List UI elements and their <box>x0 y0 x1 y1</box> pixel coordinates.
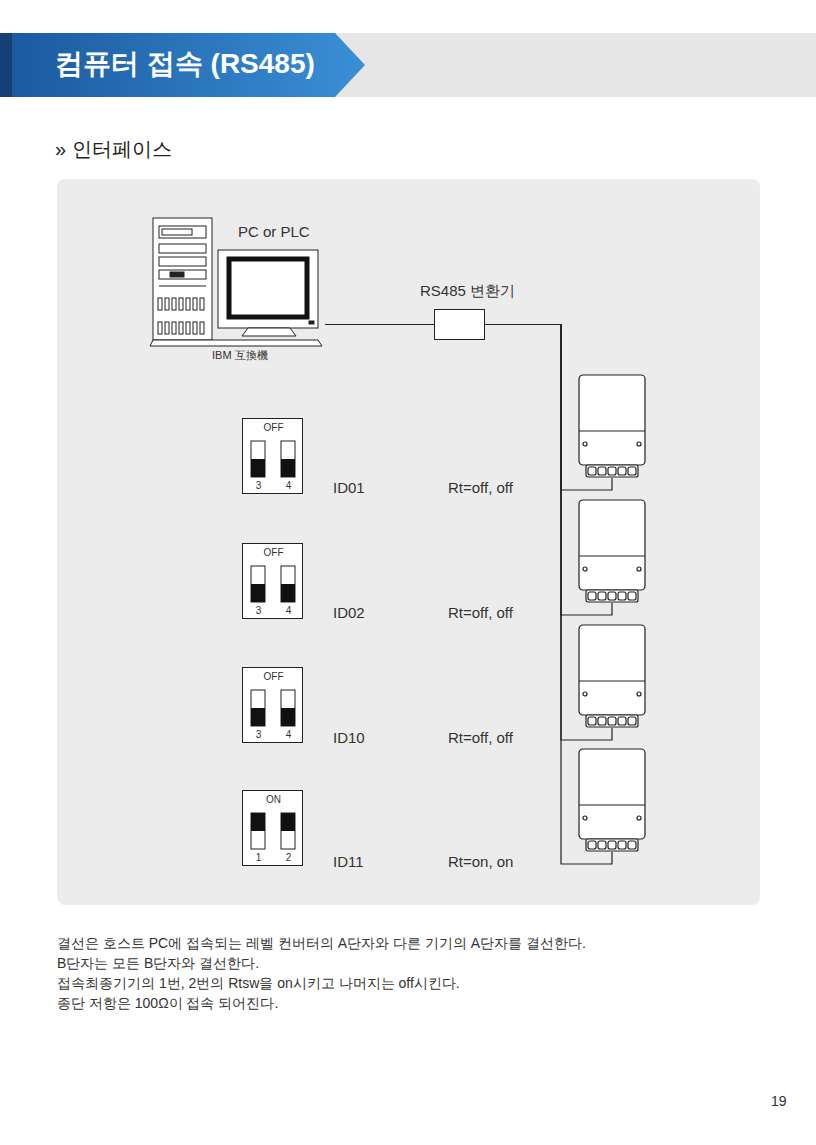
page-title: 컴퓨터 접속 (RS485) <box>55 47 315 81</box>
device-illustration <box>578 374 648 478</box>
title-band <box>0 33 816 97</box>
pc-label: PC or PLC <box>238 223 310 241</box>
slave-device: ID10Rt=off, off <box>578 624 648 728</box>
dip-pin-number: 4 <box>281 605 296 616</box>
dip-state: OFF <box>243 671 304 682</box>
device-id: ID02 <box>333 604 365 622</box>
termination-setting: Rt=off, off <box>448 479 513 497</box>
slave-device: ID02Rt=off, off <box>578 499 648 603</box>
dip-switch: ON 1 2 <box>242 790 303 866</box>
dip-switch: OFF 3 4 <box>242 418 303 494</box>
dip-pin-number: 3 <box>251 480 266 491</box>
device-id: ID11 <box>333 853 364 871</box>
dip-pin-number: 3 <box>251 729 266 740</box>
device-illustration <box>578 624 648 728</box>
termination-setting: Rt=on, on <box>448 853 513 871</box>
diagram-panel <box>57 179 760 905</box>
dip-pin-number: 1 <box>251 852 266 863</box>
rs485-converter: RS485 변환기 <box>434 309 485 340</box>
dip-pin-number: 2 <box>281 852 296 863</box>
dip-switch: OFF 3 4 <box>242 543 303 619</box>
note-line: 접속최종기기의 1번, 2번의 Rtsw을 on시키고 나머지는 off시킨다. <box>57 975 460 992</box>
note-line: B단자는 모든 B단자와 결선한다. <box>57 955 259 972</box>
dip-switch: OFF 3 4 <box>242 667 303 743</box>
dip-state: OFF <box>243 422 304 433</box>
dip-pin-number: 3 <box>251 605 266 616</box>
termination-setting: Rt=off, off <box>448 729 513 747</box>
dip-pin-number: 4 <box>281 480 296 491</box>
device-illustration <box>578 499 648 603</box>
note-line: 종단 저항은 100Ω이 접속 되어진다. <box>57 995 278 1012</box>
section-heading: » 인터페이스 <box>55 137 172 161</box>
device-id: ID10 <box>333 729 365 747</box>
converter-label: RS485 변환기 <box>420 282 515 300</box>
pc-sublabel: IBM 互換機 <box>212 349 268 362</box>
title-banner <box>12 33 365 97</box>
page-number: 19 <box>771 1093 787 1110</box>
dip-state: OFF <box>243 547 304 558</box>
dip-state: ON <box>243 794 304 805</box>
device-id: ID01 <box>333 479 365 497</box>
title-edge <box>0 33 12 97</box>
bus-wire <box>325 324 434 325</box>
slave-device: ID11Rt=on, on <box>578 748 648 852</box>
dip-pin-number: 4 <box>281 729 296 740</box>
host-computer: PC or PLC IBM 互換機 <box>150 218 325 363</box>
note-line: 결선은 호스트 PC에 접속되는 레벨 컨버터의 A단자와 다른 기기의 A단자… <box>57 935 586 952</box>
termination-setting: Rt=off, off <box>448 604 513 622</box>
slave-device: ID01Rt=off, off <box>578 374 648 478</box>
device-illustration <box>578 748 648 852</box>
